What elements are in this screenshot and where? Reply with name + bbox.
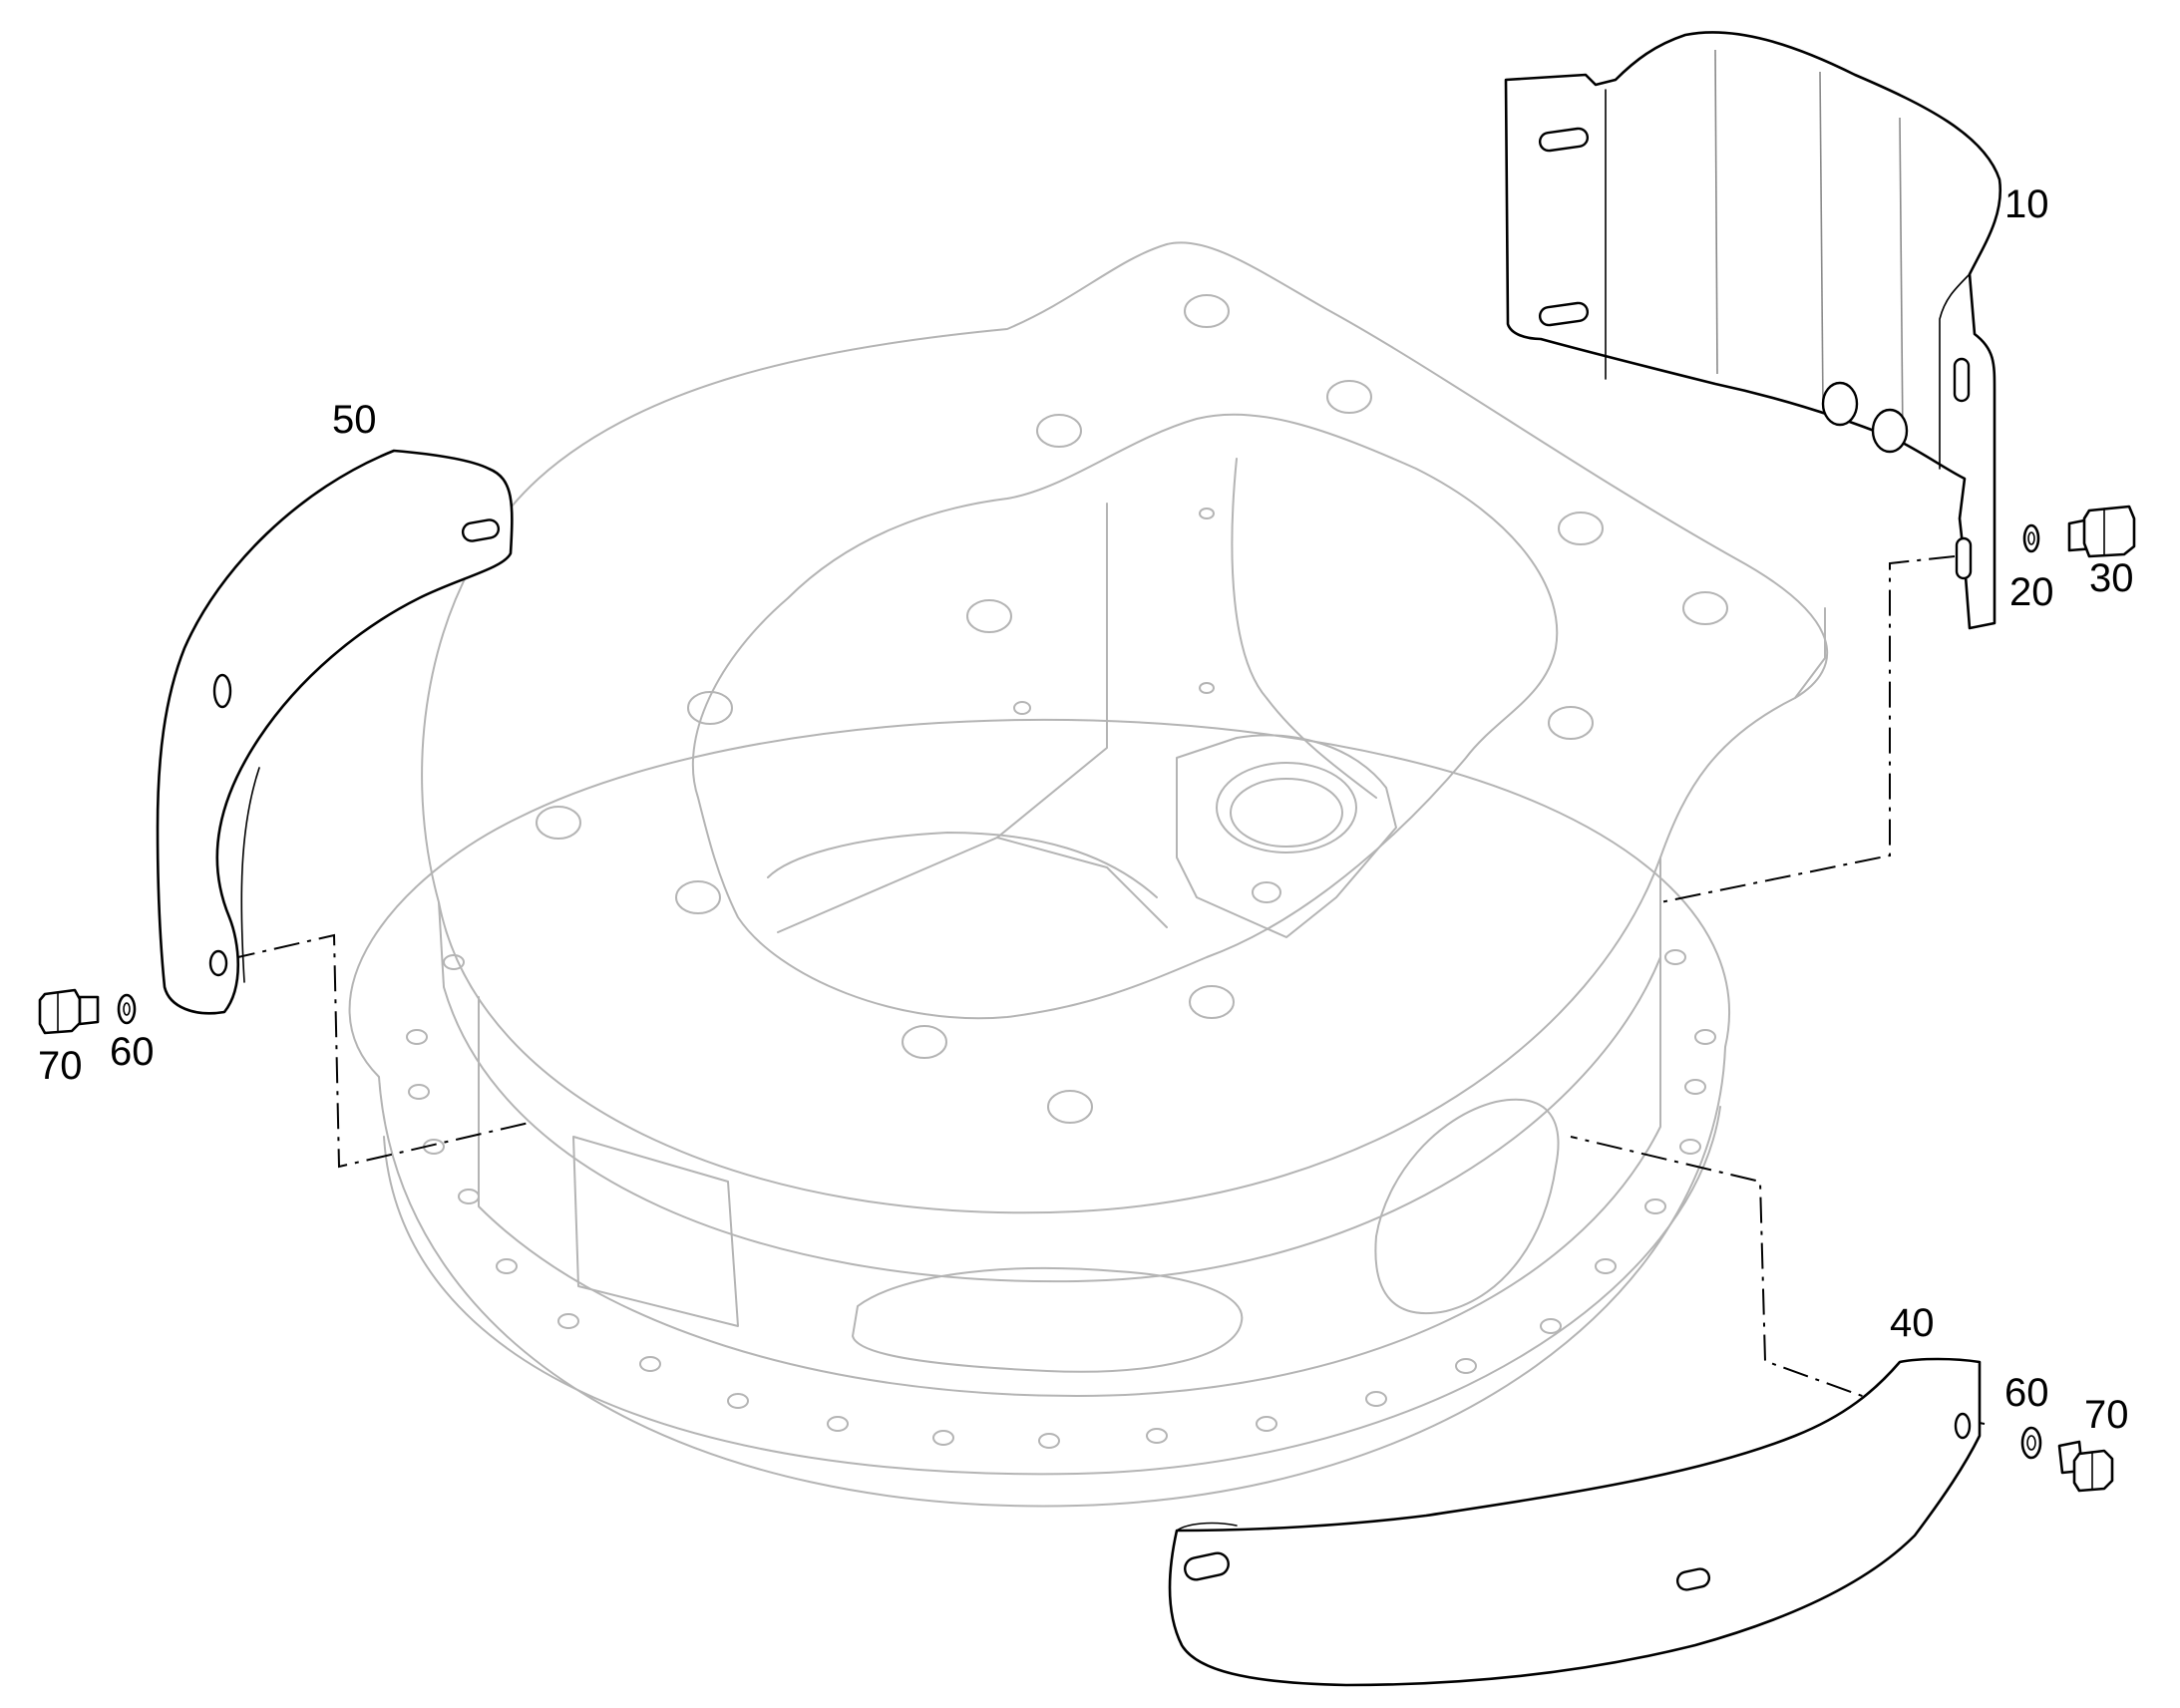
washer-part-20 xyxy=(2022,523,2040,553)
bracket-part-10-hole-1 xyxy=(1821,381,1859,427)
housing-window-right xyxy=(1374,1098,1560,1315)
housing-boss-bore-inner xyxy=(1230,778,1343,848)
callout-10: 10 xyxy=(2004,182,2049,226)
housing-top-plate-thickness xyxy=(438,901,1661,1283)
strap-part-40-hole-right xyxy=(1954,1412,1972,1440)
bracket-part-10-slot-1 xyxy=(1538,127,1590,153)
strap-part-50-hole-bottom xyxy=(208,949,228,977)
bracket-part-10-slot-2 xyxy=(1538,301,1590,327)
callout-30: 30 xyxy=(2089,556,2134,600)
strap-part-40-body xyxy=(1168,1357,1982,1687)
callout-50: 50 xyxy=(332,398,377,442)
strap-part-50-hole-middle xyxy=(212,673,232,709)
housing-name-plate xyxy=(572,1136,739,1327)
strap-part-40-edge xyxy=(1176,1522,1238,1532)
strap-part-50 xyxy=(156,449,514,1015)
strap-part-40 xyxy=(1168,1357,1982,1687)
bracket-part-10-hole-2 xyxy=(1871,408,1909,454)
callout-20: 20 xyxy=(2009,570,2054,614)
bolt-part-70-left xyxy=(38,988,100,1035)
strap-part-50-body xyxy=(156,449,514,1015)
bracket-part-10-body xyxy=(1504,31,2002,630)
bolt-part-30 xyxy=(2067,505,2136,558)
bracket-part-10 xyxy=(1504,31,2002,630)
housing-opening-ledge xyxy=(777,837,1168,933)
housing-opening-corner xyxy=(996,503,1108,839)
callout-70-left: 70 xyxy=(38,1044,83,1088)
housing-plate-edge xyxy=(1794,607,1826,699)
housing-top-bolt-holes xyxy=(536,294,1728,1124)
housing-window-front xyxy=(852,1266,1244,1373)
bracket-part-10-bend-line-3 xyxy=(1819,71,1824,408)
strap-part-50-edge xyxy=(240,767,260,983)
washer-part-60-right xyxy=(2020,1426,2042,1460)
housing-flange-ring xyxy=(348,718,1731,1508)
strap-part-50-slot-top xyxy=(461,518,501,542)
housing-body-side xyxy=(478,856,1661,1397)
housing-boss xyxy=(1176,734,1397,938)
callout-labels: 10 20 30 50 70 60 40 60 70 xyxy=(38,182,2134,1437)
callout-70-right: 70 xyxy=(2084,1393,2129,1437)
callout-40: 40 xyxy=(1890,1301,1935,1345)
housing-boss-bore xyxy=(1216,762,1357,854)
housing-opening-inner-wall xyxy=(767,832,1158,898)
gearbox-housing xyxy=(348,241,1828,1508)
bracket-part-10-slot-4 xyxy=(1955,536,1973,580)
housing-flange-ring-inner xyxy=(383,1106,1721,1476)
leader-part-50 xyxy=(228,933,535,1169)
housing-top-plate xyxy=(421,241,1828,1214)
bracket-part-10-bend-line-2 xyxy=(1714,49,1718,375)
callout-60-left: 60 xyxy=(110,1030,155,1074)
callout-60-right: 60 xyxy=(2004,1371,2049,1415)
strap-part-40-slot-left xyxy=(1184,1551,1230,1581)
bracket-part-10-bend-line-4 xyxy=(1899,117,1904,440)
housing-central-opening xyxy=(691,413,1559,1020)
strap-part-40-slot-middle xyxy=(1675,1567,1711,1591)
washer-part-60-left xyxy=(117,993,137,1025)
bolt-part-70-right xyxy=(2057,1440,2114,1493)
bracket-part-10-inner-edge xyxy=(1939,273,1971,470)
bracket-part-10-slot-3 xyxy=(1953,357,1971,403)
leader-part-10 xyxy=(1659,555,1956,903)
housing-flange-bolt-holes xyxy=(406,949,1716,1449)
housing-opening-wall-right xyxy=(1231,458,1377,799)
